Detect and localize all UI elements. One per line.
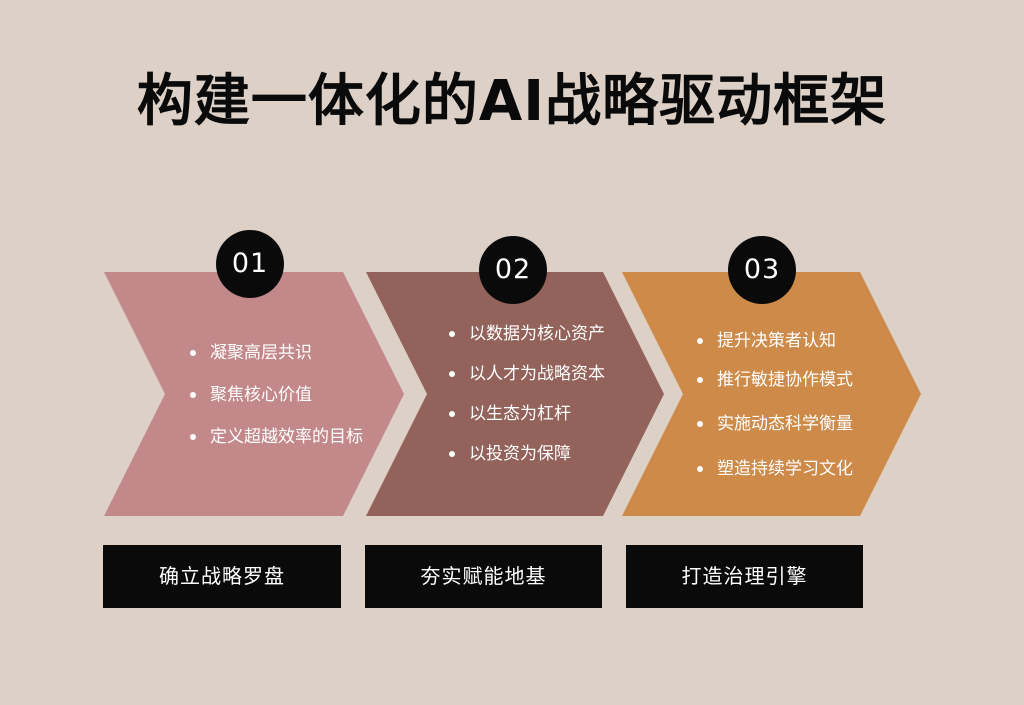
list-item: 聚焦核心价值: [190, 384, 312, 406]
list-item: 塑造持续学习文化: [697, 458, 853, 480]
page-title: 构建一体化的AI战略驱动框架: [136, 69, 888, 134]
step-number-badge-3: 03: [728, 236, 796, 304]
list-item: 推行敏捷协作模式: [697, 369, 853, 391]
list-item: 以投资为保障: [449, 443, 571, 465]
chevron-step-3: [622, 272, 921, 516]
step-3-label: 打造治理引擎: [626, 545, 863, 608]
list-item: 实施动态科学衡量: [697, 413, 853, 435]
list-item: 凝聚高层共识: [190, 342, 312, 364]
step-1-label: 确立战略罗盘: [103, 545, 341, 608]
step-2-label: 夯实赋能地基: [365, 545, 602, 608]
step-number-badge-1: 01: [216, 230, 284, 298]
chevron-step-1: [104, 272, 404, 516]
list-item: 定义超越效率的目标: [190, 426, 363, 448]
chevron-step-2: [366, 272, 664, 516]
step-number-badge-2: 02: [479, 236, 547, 304]
list-item: 以生态为杠杆: [449, 403, 571, 425]
list-item: 提升决策者认知: [697, 330, 836, 352]
list-item: 以人才为战略资本: [449, 363, 605, 385]
list-item: 以数据为核心资产: [449, 323, 605, 345]
